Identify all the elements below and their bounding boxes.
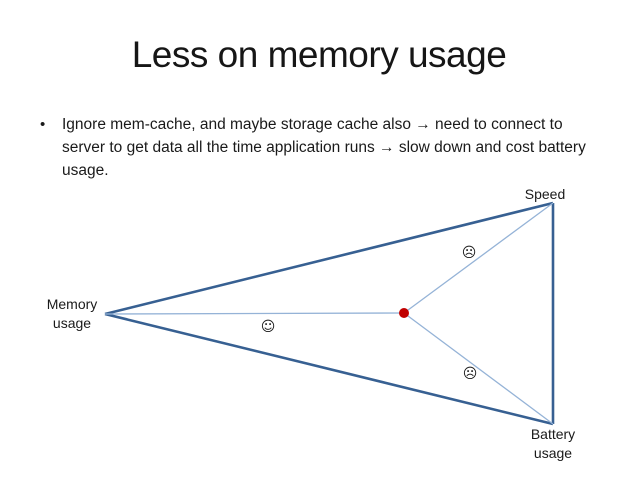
center-dot (399, 308, 409, 318)
sad-face-speed-icon: ☹ (461, 245, 477, 261)
memory-usage-vertex-label: Memory usage (46, 296, 98, 331)
connector-memory-to-dot (104, 312, 405, 315)
bullet-item: • Ignore mem-cache, and maybe storage ca… (40, 113, 592, 182)
bullet-marker: • (40, 116, 46, 133)
connector-speed-to-dot (403, 202, 554, 314)
connector-battery-to-dot (403, 312, 554, 425)
sad-face-battery-icon: ☹ (462, 366, 478, 382)
triangle-edge-top (104, 201, 554, 316)
battery-usage-vertex-label: Battery usage (530, 426, 576, 461)
slide-title: Less on memory usage (131, 34, 507, 75)
smiley-face-icon: ☺ (260, 319, 276, 335)
triangle-edge-bottom (104, 312, 554, 426)
speed-vertex-label: Speed (524, 186, 566, 202)
bullet-text: Ignore mem-cache, and maybe storage cach… (62, 116, 586, 179)
